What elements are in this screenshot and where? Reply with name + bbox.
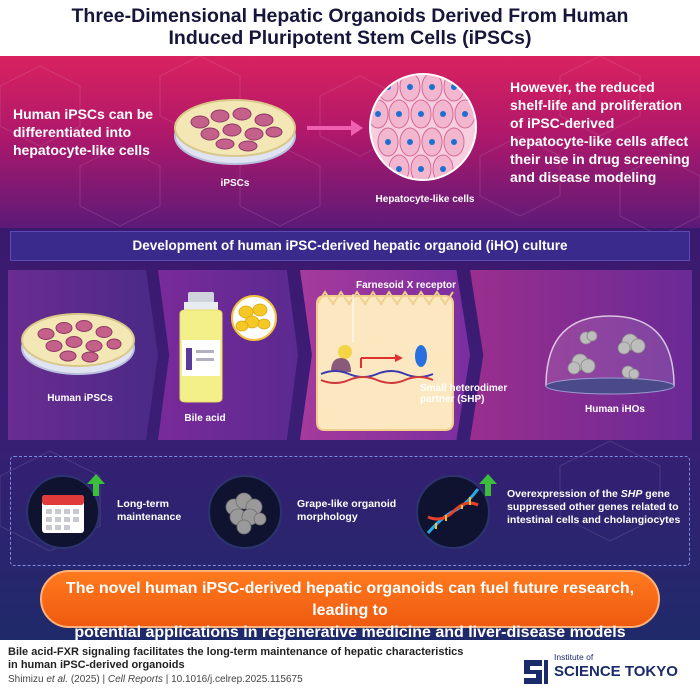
conclusion-line-1: The novel human iPSC-derived hepatic org… [65,580,635,619]
citation-etal: et al. [46,674,69,685]
calendar-icon [42,495,84,533]
arrow-right-icon [307,120,363,136]
outcome-grape-morphology: Grape-like organoid morphology [297,498,397,523]
outcomes-box [10,456,690,566]
outcome-shp-text-2: gene suppressed other genes related to i… [507,488,681,526]
bile-acid-label: Bile acid [184,413,226,424]
calendar-circle [26,475,100,549]
development-banner-text: Development of human iPSC-derived hepati… [132,238,568,253]
petri-dish-icon-2 [21,313,135,375]
conclusion-line-2: potential applications in regenerative m… [74,624,626,640]
conclusion-pill: The novel human iPSC-derived hepatic org… [40,570,660,640]
dna-circle [416,475,490,549]
outcome-shp-gene: SHP [620,488,643,500]
citation-year: (2025) [68,674,100,685]
development-banner: Development of human iPSC-derived hepati… [10,231,690,261]
human-ipscs-label: Human iPSCs [47,393,113,404]
logo-mark-icon [524,660,548,684]
ipscs-label: iPSCs [220,178,250,189]
dna-helix-icon [426,488,480,534]
citation-sep-2: | [162,674,172,685]
citation-line: Shimizu et al. (2025) | Cell Reports | 1… [8,674,303,685]
cell-fxr-diagram [316,290,454,431]
intro-left-text: Human iPSCs can be differentiated into h… [13,106,154,158]
footer: Bile acid-FXR signaling facilitates the … [0,640,700,700]
citation-doi[interactable]: 10.1016/j.celrep.2025.115675 [171,674,303,685]
arrow-up-icon [87,474,105,496]
outcome-long-term: Long-term maintenance [117,498,182,523]
organoid-dome-icon [545,315,675,395]
science-tokyo-logo: Institute of SCIENCE TOKYO [520,652,695,696]
outcome-shp-text-1: Overexpression of the [507,488,621,500]
title-line-1: Three-Dimensional Hepatic Organoids Deri… [71,5,629,27]
petri-dish-icon [174,99,296,165]
intro-right-text: However, the reduced shelf-life and prol… [510,79,690,185]
title-line-2: Induced Pluripotent Stem Cells (iPSCs) [168,27,532,49]
citation-sep-1: | [99,674,108,685]
logo-small-text: Institute of [554,652,594,662]
citation-journal: Cell Reports [107,674,163,685]
arrow-up-icon-2 [479,474,497,496]
bile-acid-bottle-icon [179,292,277,403]
grape-organoid-icon [225,492,267,535]
intro-band [0,56,700,228]
hepatocyte-cells-icon [369,73,477,181]
title-bar: Three-Dimensional Hepatic Organoids Deri… [0,0,700,56]
fxr-label: Farnesoid X receptor [356,280,457,291]
infographic: Three-Dimensional Hepatic Organoids Deri… [0,0,700,640]
human-ihos-label: Human iHOs [584,404,645,415]
organoid-circle [208,475,282,549]
outcome-shp-overexpression: Overexpression of the SHP gene suppresse… [507,488,687,527]
citation-title: Bile acid-FXR signaling facilitates the … [8,646,464,671]
shp-label: Small heterodimer partner (SHP) [420,383,508,405]
hepatocyte-label: Hepatocyte-like cells [375,194,475,205]
citation-authors: Shimizu [8,674,47,685]
logo-big-text: SCIENCE TOKYO [554,663,678,680]
